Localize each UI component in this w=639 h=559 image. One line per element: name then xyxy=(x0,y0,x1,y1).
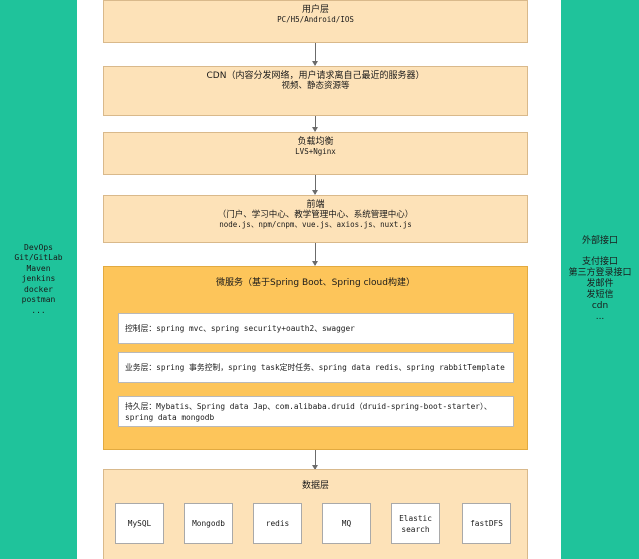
user-layer-box: 用户层 PC/H5/Android/IOS xyxy=(103,0,528,43)
business-layer-text: 业务层：spring 事务控制，spring task定时任务、spring d… xyxy=(125,363,505,372)
external-interface-panel: 外部接口 支付接口 第三方登录接口 发邮件 发短信 cdn ... xyxy=(561,0,639,559)
data-layer-box: 数据层 MySQL Mongodb redis MQ Elastic searc… xyxy=(103,469,528,559)
business-layer-box: 业务层：spring 事务控制，spring task定时任务、spring d… xyxy=(118,352,514,383)
devops-item: postman xyxy=(21,295,56,305)
frontend-layer-title: 前端 xyxy=(306,200,325,210)
microservice-box: 微服务（基于Spring Boot、Spring cloud构建） 控制层：sp… xyxy=(103,266,528,450)
datastore-mongodb: Mongodb xyxy=(184,503,233,544)
load-balancer-tech: LVS+Nginx xyxy=(295,147,336,156)
datastore-label: fastDFS xyxy=(470,519,503,528)
cdn-layer-title: CDN（内容分发网络，用户请求离自己最近的服务器） xyxy=(206,71,425,81)
flow-arrow xyxy=(312,175,318,195)
control-layer-text: 控制层：spring mvc、spring security+oauth2、sw… xyxy=(125,324,355,333)
control-layer-box: 控制层：spring mvc、spring security+oauth2、sw… xyxy=(118,313,514,344)
datastore-elasticsearch: Elastic search xyxy=(391,503,440,544)
load-balancer-title: 负载均衡 xyxy=(297,137,334,147)
frontend-tech: node.js、npm/cnpm、vue.js、axios.js、nuxt.js xyxy=(219,220,412,229)
frontend-layer-box: 前端 （门户、学习中心、教学管理中心、系统管理中心） node.js、npm/c… xyxy=(103,195,528,243)
data-layer-title: 数据层 xyxy=(301,481,329,491)
devops-item: ... xyxy=(31,305,46,315)
cdn-layer-content: 视频、静态资源等 xyxy=(281,81,350,91)
datastore-redis: redis xyxy=(253,503,302,544)
cdn-layer-box: CDN（内容分发网络，用户请求离自己最近的服务器） 视频、静态资源等 xyxy=(103,66,528,116)
devops-item: Maven xyxy=(26,263,51,273)
datastore-mq: MQ xyxy=(322,503,371,544)
devops-item: jenkins xyxy=(21,274,56,284)
flow-arrow xyxy=(312,243,318,266)
datastore-label: MySQL xyxy=(127,519,152,528)
flow-arrow xyxy=(312,116,318,132)
microservice-title: 微服务（基于Spring Boot、Spring cloud构建） xyxy=(216,278,415,288)
flow-arrow xyxy=(312,450,318,470)
user-layer-title: 用户层 xyxy=(301,5,329,15)
datastore-fastdfs: fastDFS xyxy=(462,503,511,544)
user-layer-platforms: PC/H5/Android/IOS xyxy=(277,15,354,24)
devops-panel: DevOps Git/GitLab Maven jenkins docker p… xyxy=(0,0,77,559)
external-interface-item: 发短信 xyxy=(586,290,614,300)
load-balancer-box: 负载均衡 LVS+Nginx xyxy=(103,132,528,175)
datastore-label: Mongodb xyxy=(192,519,225,528)
external-interface-item: cdn xyxy=(591,301,609,311)
external-interface-title: 外部接口 xyxy=(581,236,618,246)
devops-item: DevOps xyxy=(24,242,53,252)
frontend-modules: （门户、学习中心、教学管理中心、系统管理中心） xyxy=(217,210,414,220)
persistence-layer-text: 持久层：Mybatis、Spring data Jap、com.alibaba.… xyxy=(125,401,492,422)
datastore-mysql: MySQL xyxy=(115,503,164,544)
datastore-label: MQ xyxy=(341,519,352,528)
datastore-label: redis xyxy=(265,519,290,528)
external-interface-item: 发邮件 xyxy=(586,279,614,289)
devops-item: docker xyxy=(24,284,53,294)
datastore-label: Elastic search xyxy=(399,513,432,534)
flow-arrow xyxy=(312,43,318,66)
external-interface-item: ... xyxy=(595,312,605,322)
persistence-layer-box: 持久层：Mybatis、Spring data Jap、com.alibaba.… xyxy=(118,396,514,427)
external-interface-item: 支付接口 xyxy=(581,257,618,267)
external-interface-item: 第三方登录接口 xyxy=(568,268,632,278)
devops-item: Git/GitLab xyxy=(14,253,63,263)
